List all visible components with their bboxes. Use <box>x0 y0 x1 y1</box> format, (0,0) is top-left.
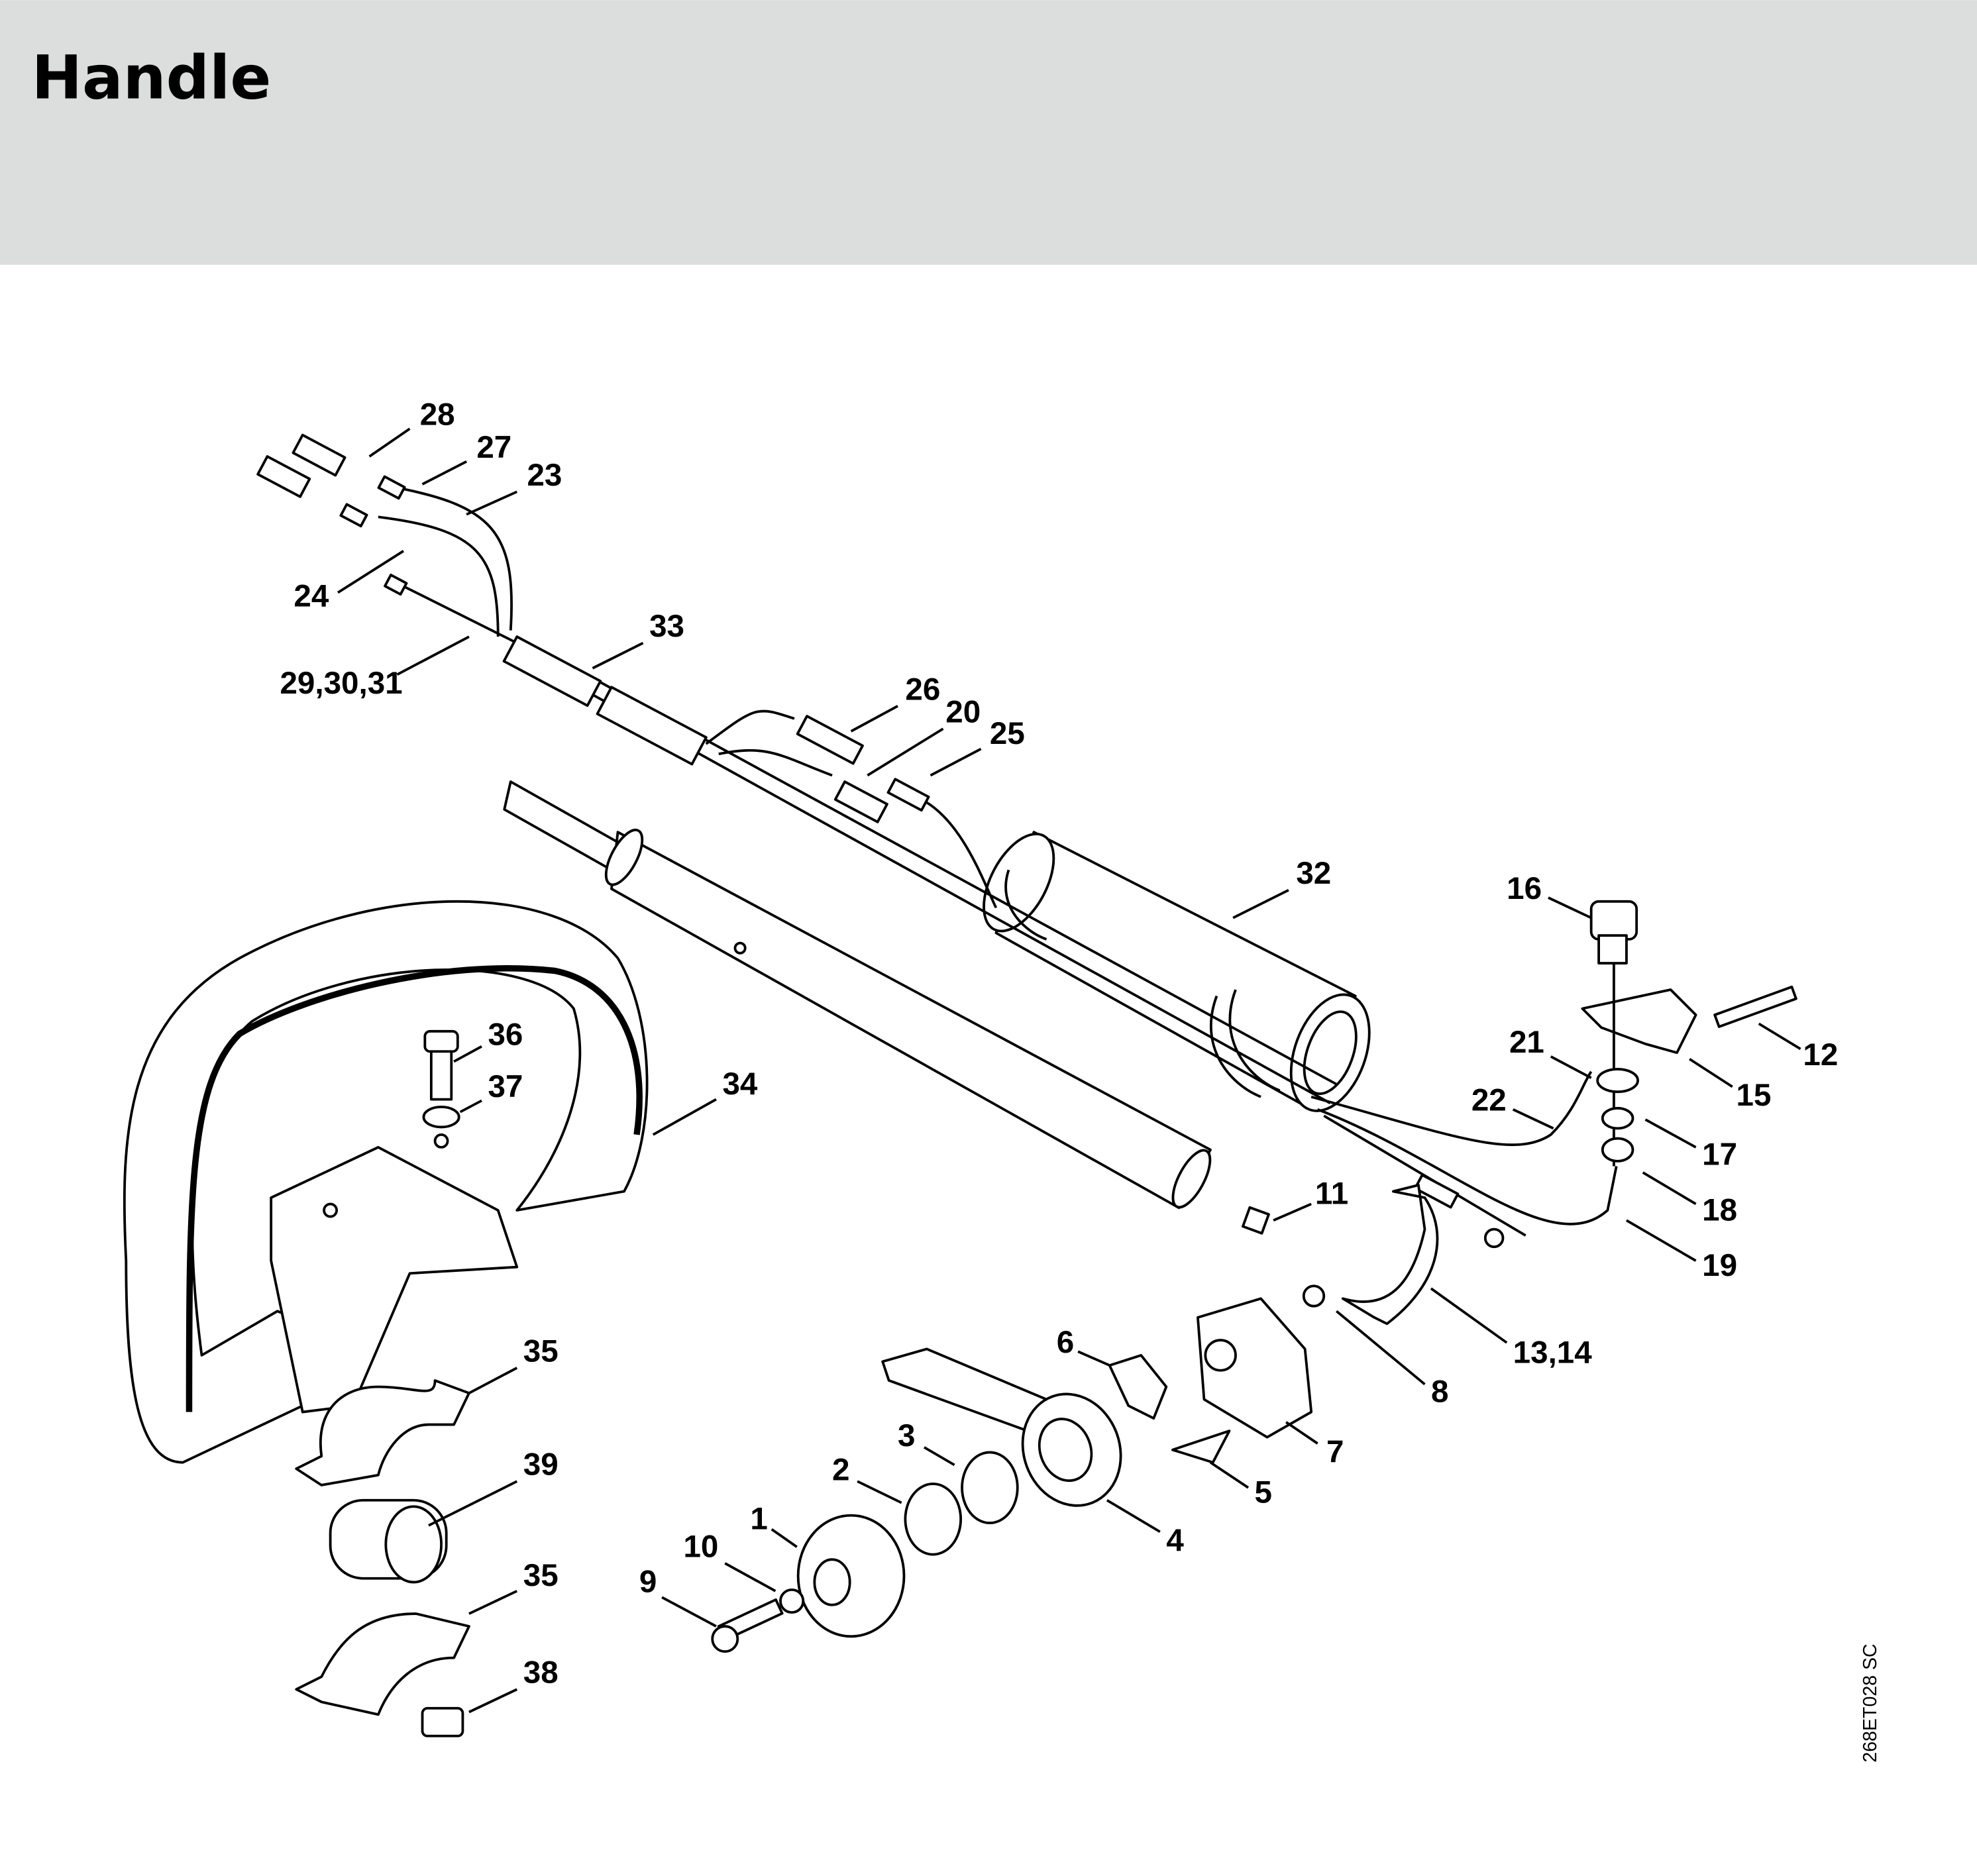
callout-11: 11 <box>1315 1176 1348 1212</box>
callout-29-30-31: 29,30,31 <box>280 666 402 701</box>
callout-16: 16 <box>1507 871 1542 906</box>
control-bracket-15 <box>1581 900 1797 1167</box>
callout-5: 5 <box>1255 1475 1272 1510</box>
callout-10: 10 <box>683 1529 718 1564</box>
washer-37 <box>422 1106 460 1129</box>
callout-36: 36 <box>488 1017 523 1053</box>
callout-labels: 28 27 23 24 29,30,31 33 26 20 25 32 16 1… <box>280 397 1838 1690</box>
page-title: Handle <box>32 42 272 113</box>
spring-33b <box>596 686 708 766</box>
callout-1: 1 <box>750 1502 767 1537</box>
screw-36 <box>423 1029 459 1101</box>
callout-17: 17 <box>1702 1137 1737 1172</box>
cable-harness <box>256 433 1618 1249</box>
callout-15: 15 <box>1737 1078 1772 1113</box>
drive-tube <box>503 780 1212 1210</box>
callout-21: 21 <box>1509 1025 1544 1060</box>
leader-lines <box>337 427 1801 1714</box>
callout-6: 6 <box>1057 1325 1074 1360</box>
callout-33: 33 <box>649 609 684 644</box>
callout-4: 4 <box>1166 1523 1184 1558</box>
callout-28: 28 <box>420 397 455 432</box>
callout-9: 9 <box>639 1565 657 1600</box>
callout-35-upper: 35 <box>523 1333 559 1369</box>
loop-handle <box>123 900 649 1464</box>
clamp-35-upper <box>295 1379 470 1486</box>
clamp-35-lower <box>295 1612 470 1716</box>
callout-26: 26 <box>905 672 940 707</box>
nut-38 <box>421 1706 464 1738</box>
callout-19: 19 <box>1702 1248 1737 1283</box>
control-handle-sleeve <box>983 831 1371 1112</box>
callout-34: 34 <box>722 1067 757 1102</box>
callout-22: 22 <box>1471 1083 1507 1118</box>
callout-2: 2 <box>832 1452 849 1487</box>
callout-27: 27 <box>476 430 511 465</box>
callout-32: 32 <box>1296 856 1331 891</box>
callout-25: 25 <box>990 716 1025 751</box>
callout-20: 20 <box>945 695 981 730</box>
drawing-code: 268ET028 SC <box>1860 1643 1881 1762</box>
spring-33a <box>502 635 602 707</box>
callout-12: 12 <box>1803 1037 1838 1072</box>
throttle-trigger-assembly <box>711 1184 1439 1653</box>
callout-13-14: 13,14 <box>1513 1335 1593 1370</box>
callout-24: 24 <box>294 578 329 613</box>
callout-18: 18 <box>1702 1192 1737 1227</box>
bushing-39 <box>329 1498 448 1584</box>
callout-8: 8 <box>1431 1374 1448 1409</box>
header-band <box>0 0 1977 265</box>
callout-3: 3 <box>898 1418 915 1453</box>
callout-7: 7 <box>1326 1435 1344 1470</box>
callout-23: 23 <box>527 458 562 493</box>
callout-37: 37 <box>488 1069 523 1104</box>
callout-38: 38 <box>523 1655 559 1691</box>
callout-35-lower: 35 <box>523 1558 559 1593</box>
callout-39: 39 <box>523 1447 559 1483</box>
